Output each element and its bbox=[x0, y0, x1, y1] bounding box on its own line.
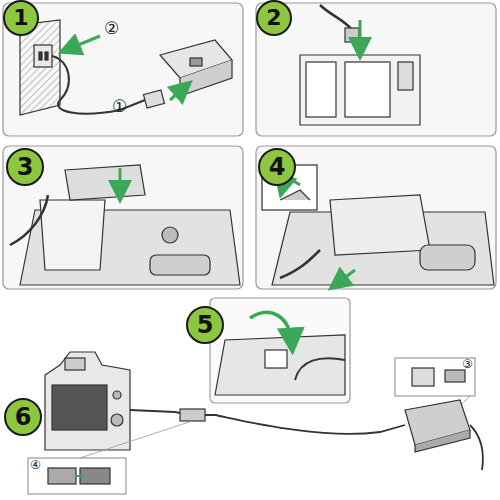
camera-battery-compartment bbox=[10, 165, 240, 285]
step-number: 3 bbox=[6, 148, 44, 186]
panel-frames bbox=[3, 3, 496, 403]
step-number: 1 bbox=[3, 0, 39, 36]
step-number: 2 bbox=[256, 0, 292, 36]
callout-number: ① bbox=[112, 98, 127, 115]
camera-cable-adapter bbox=[28, 352, 483, 494]
camera-side-door bbox=[215, 312, 345, 395]
camera-door bbox=[262, 165, 494, 285]
step-label: 5 bbox=[197, 313, 214, 337]
step-label: 1 bbox=[13, 7, 28, 29]
step-label: 3 bbox=[17, 155, 34, 179]
step-number: 4 bbox=[258, 148, 296, 186]
step-number: 5 bbox=[186, 306, 224, 344]
step-label: 2 bbox=[266, 7, 281, 29]
step-label: 4 bbox=[269, 155, 286, 179]
callout-number: ③ bbox=[462, 358, 473, 370]
callout-number: ② bbox=[104, 20, 119, 37]
step-label: 6 bbox=[15, 405, 32, 429]
callout-number: ④ bbox=[30, 459, 41, 471]
step-number: 6 bbox=[4, 398, 42, 436]
wall-and-adapter bbox=[20, 20, 232, 115]
dc-coupler bbox=[300, 5, 420, 125]
